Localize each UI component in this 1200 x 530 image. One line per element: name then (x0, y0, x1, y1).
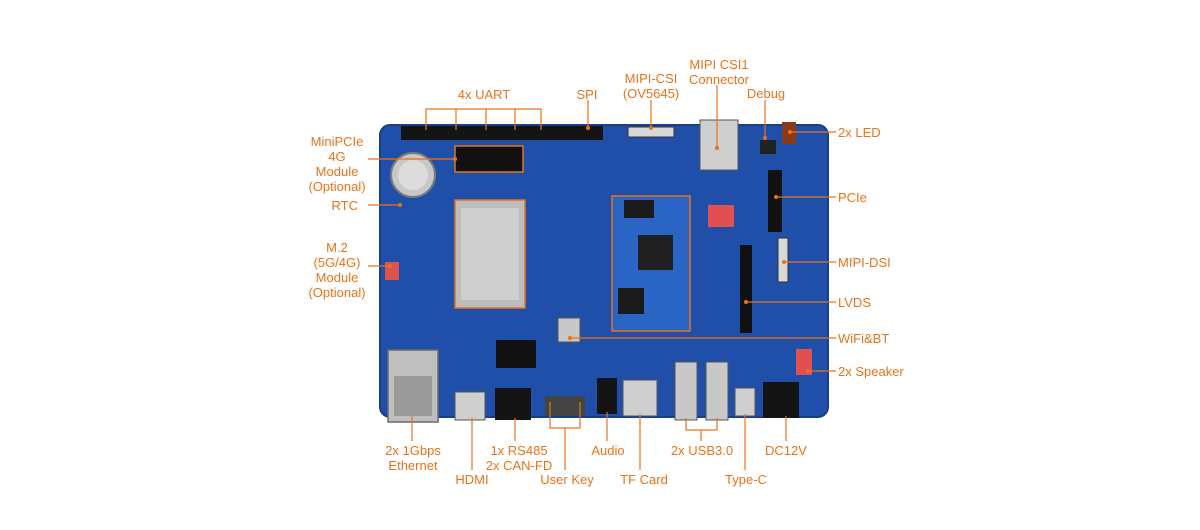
label-m2-line1: M.2 (326, 240, 348, 255)
rs485-terminals (496, 340, 536, 368)
label-mipi-csi1-line1: MIPI CSI1 (689, 57, 749, 72)
label-minipcie-line1: MiniPCIe (310, 134, 364, 149)
label-minipcie-line4: (Optional) (308, 179, 366, 194)
dip-switch-right (708, 205, 734, 227)
label-user-key: User Key (540, 472, 594, 487)
cpu-chip (638, 235, 673, 270)
user-key-leader-line (549, 402, 581, 470)
user-keys (545, 396, 585, 416)
label-m2-line2: (5G/4G) (313, 255, 361, 270)
dc-jack (763, 382, 799, 418)
label-ethernet-line1: 2x 1Gbps (385, 443, 441, 458)
label-speaker: 2x Speaker (838, 364, 904, 379)
label-m2: M.2 (5G/4G) Module (Optional) (300, 240, 374, 300)
label-led: 2x LED (838, 125, 881, 140)
debug-header (760, 140, 776, 154)
usb3-port-2 (705, 361, 729, 421)
dip-switch-left (385, 262, 399, 280)
mipi-dsi-connector (777, 237, 789, 283)
label-mipi-dsi: MIPI-DSI (838, 255, 891, 270)
audio-jack (597, 378, 617, 414)
label-lvds: LVDS (838, 295, 871, 310)
label-mipi-csi1: MIPI CSI1 Connector (684, 57, 754, 87)
pcie-slot (768, 170, 782, 232)
pcb-board (379, 124, 829, 418)
type-c-port (734, 387, 756, 417)
label-minipcie-line2: 4G (328, 149, 346, 164)
lvds-connector (740, 245, 752, 333)
uart-header (401, 126, 601, 140)
label-dc12v: DC12V (765, 443, 807, 458)
label-wifi-bt: WiFi&BT (838, 331, 890, 346)
usb3-leader-line (685, 418, 718, 441)
label-mipi-csi1-line2: Connector (689, 72, 749, 87)
label-rs485-line2: 2x CAN-FD (485, 458, 553, 473)
label-usb3: 2x USB3.0 (670, 443, 734, 458)
spi-header (563, 126, 603, 140)
label-mipi-csi-line1: MIPI-CSI (624, 71, 678, 86)
label-debug: Debug (746, 86, 786, 101)
label-uart: 4x UART (457, 87, 511, 102)
label-m2-line3: Module (315, 270, 359, 285)
label-minipcie: MiniPCIe 4G Module (Optional) (300, 134, 374, 194)
label-m2-line4: (Optional) (308, 285, 366, 300)
label-spi: SPI (576, 87, 598, 102)
label-ethernet: 2x 1Gbps Ethernet (378, 443, 448, 473)
can-terminal (495, 388, 531, 420)
label-pcie: PCIe (838, 190, 867, 205)
speaker-connectors (796, 349, 812, 375)
label-rs485-line1: 1x RS485 (490, 443, 548, 458)
label-audio: Audio (591, 443, 625, 458)
uart-leader-line (425, 108, 542, 130)
hdmi-port (454, 391, 486, 421)
label-mipi-csi-line2: (OV5645) (622, 86, 680, 101)
label-ethernet-line2: Ethernet (388, 458, 438, 473)
label-type-c: Type-C (725, 472, 767, 487)
minipcie-slot (454, 145, 524, 173)
mipi-csi1-connector (699, 119, 739, 171)
label-rs485: 1x RS485 2x CAN-FD (480, 443, 558, 473)
tf-card-slot (622, 379, 658, 417)
wifi-module (557, 317, 581, 343)
label-hdmi: HDMI (455, 472, 489, 487)
memory-chip (618, 288, 644, 314)
label-tf-card: TF Card (620, 472, 668, 487)
usb3-port-1 (674, 361, 698, 421)
label-minipcie-line3: Module (315, 164, 359, 179)
label-mipi-csi: MIPI-CSI (OV5645) (620, 71, 682, 101)
label-rtc: RTC (331, 198, 358, 213)
